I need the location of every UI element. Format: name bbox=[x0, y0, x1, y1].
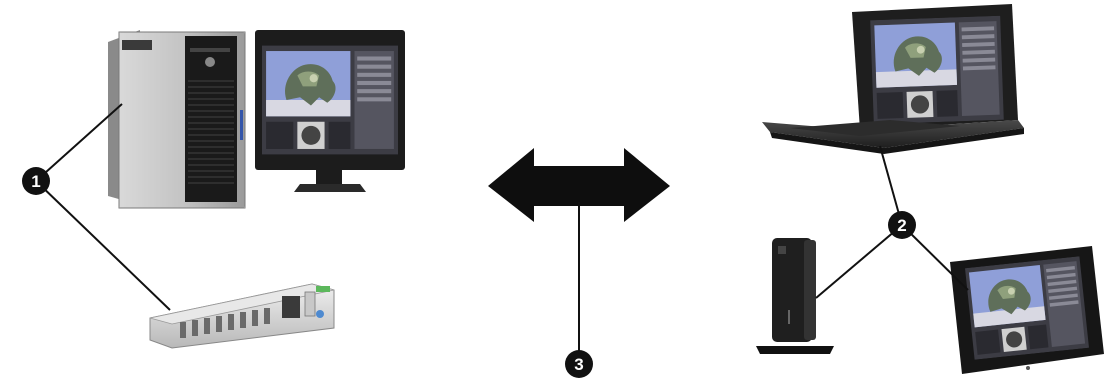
rack-server-icon bbox=[150, 284, 334, 348]
desktop-monitor-icon bbox=[255, 30, 405, 192]
tablet-icon bbox=[950, 246, 1104, 374]
callout-2: 2 bbox=[888, 211, 916, 239]
callout-2-label: 2 bbox=[897, 216, 906, 235]
callout-3: 3 bbox=[565, 350, 593, 378]
callout-1-label: 1 bbox=[31, 172, 40, 191]
callout-1: 1 bbox=[22, 167, 50, 195]
workstation-tower-icon bbox=[108, 30, 245, 208]
callout-3-label: 3 bbox=[574, 355, 583, 374]
leader-line-2b bbox=[816, 225, 902, 298]
thin-client-icon bbox=[756, 238, 834, 354]
laptop-icon bbox=[762, 4, 1024, 154]
